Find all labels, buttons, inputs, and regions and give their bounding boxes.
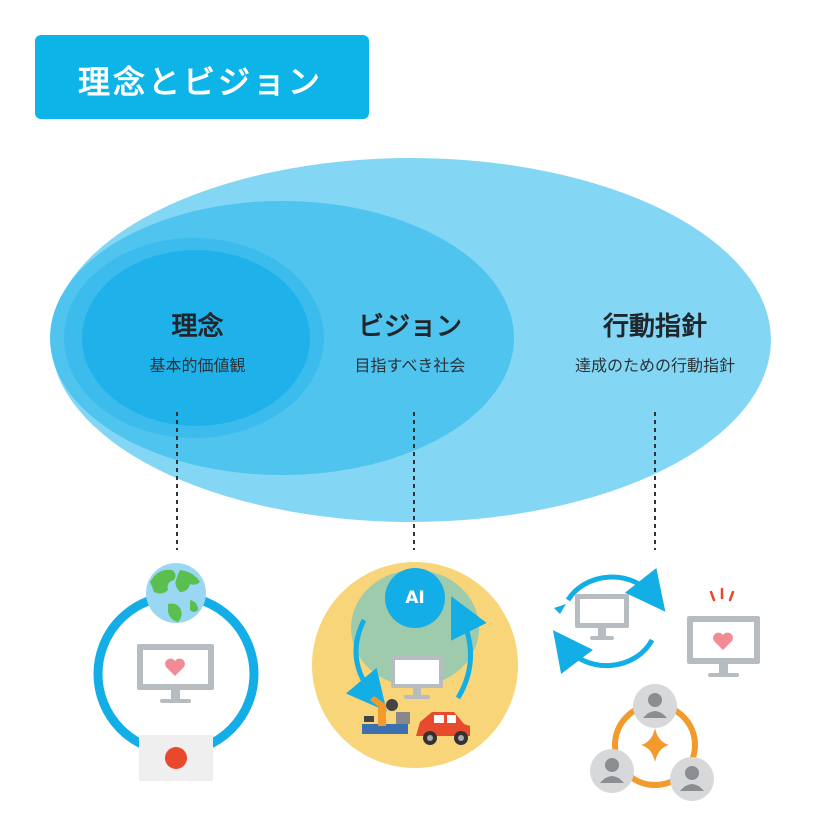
person-avatar-icon (590, 749, 634, 793)
robot-arm-icon (362, 696, 410, 734)
heart-icon (713, 632, 733, 650)
globe-icon (146, 563, 206, 623)
layer-heading-action: 行動指針 (602, 312, 707, 342)
ai-badge (385, 568, 445, 628)
cycle-arrow-bottom-icon (552, 630, 655, 675)
monitor-icon (575, 594, 629, 640)
heart-monitor-icon (687, 587, 760, 677)
layer-desc-philosophy: 基本的価値観 (149, 356, 246, 375)
vision-illustration (312, 562, 518, 768)
arrow-up-icon (451, 596, 487, 700)
layer-desc-vision: 目指すべき社会 (354, 356, 466, 375)
philosophy-ellipse (82, 250, 310, 426)
ai-label: AI (405, 588, 425, 608)
layer-desc-action: 達成のための行動指針 (574, 356, 735, 375)
page-title: 理念とビジョン (78, 63, 324, 101)
japan-flag-icon (139, 735, 213, 781)
person-avatar-icon (670, 757, 714, 801)
monitor-icon (137, 644, 214, 703)
car-icon (416, 712, 470, 745)
layer-heading-vision: ビジョン (357, 312, 462, 342)
philosophy-illustration (93, 563, 259, 781)
action-illustration (552, 567, 760, 801)
heart-icon (165, 658, 185, 676)
layer-heading-philosophy: 理念 (171, 312, 224, 342)
arrow-down-icon (345, 618, 387, 712)
monitor-icon (391, 656, 443, 699)
sparkle-icon (641, 728, 669, 762)
people-network-icon (590, 684, 714, 801)
title-badge: 理念とビジョン (35, 35, 369, 119)
cycle-arrow-top-icon (565, 567, 666, 612)
person-avatar-icon (633, 684, 677, 728)
